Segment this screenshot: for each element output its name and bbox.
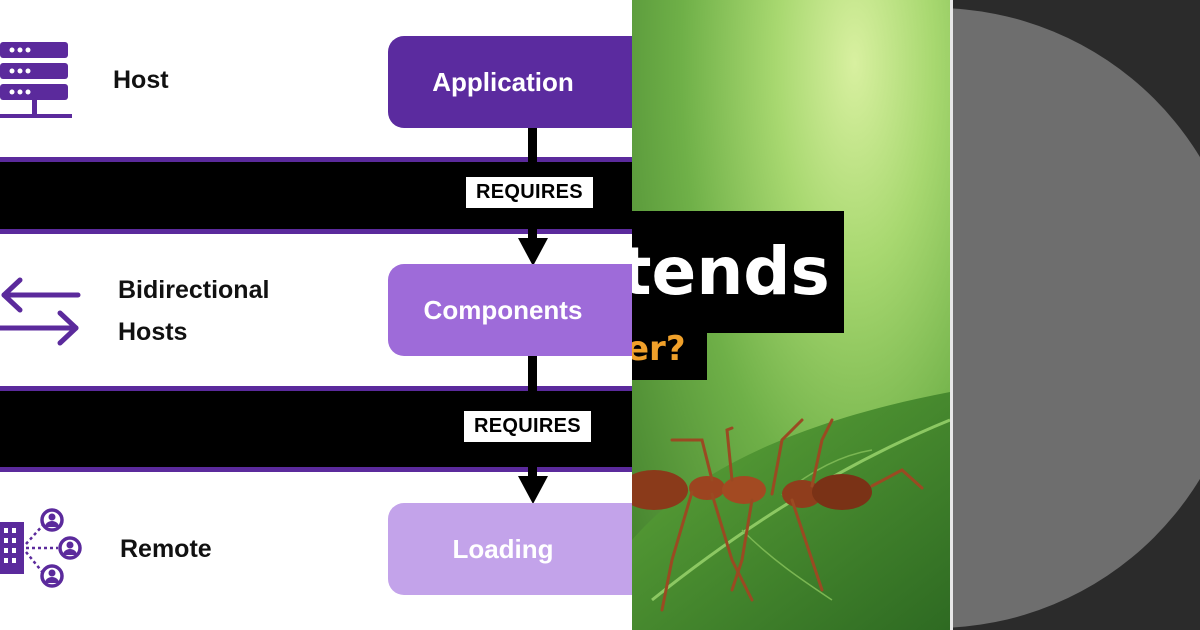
headline-text: tends: [632, 233, 830, 310]
bidirectional-label: Bidirectional Hosts: [118, 269, 269, 353]
bidirectional-arrows-icon: [0, 277, 81, 346]
host-label: Host: [113, 66, 169, 94]
requires-label-1: REQUIRES: [465, 176, 594, 209]
arrow-head-2: [518, 476, 548, 504]
requires-label-2: REQUIRES: [463, 410, 592, 443]
subheadline-banner: er?: [632, 318, 707, 380]
application-node: Application: [388, 36, 632, 128]
ant-photo: tends er?: [632, 0, 950, 630]
arrow-head-1: [518, 238, 548, 266]
ant-figure: [632, 418, 924, 612]
gray-disc: [953, 8, 1200, 628]
bidirectional-label-line2: Hosts: [118, 318, 188, 346]
architecture-diagram: Host Bidirectional Hosts: [0, 0, 632, 630]
subheadline-text: er?: [632, 329, 686, 369]
loading-node: Loading: [388, 503, 632, 595]
gray-disc-panel: [950, 0, 1200, 630]
headline-banner: tends: [632, 211, 844, 333]
server-icon: [0, 42, 72, 118]
network-people-icon: [0, 508, 82, 588]
remote-label: Remote: [120, 535, 212, 563]
components-node: Components: [388, 264, 632, 356]
leaf-and-ant-illustration: [632, 392, 950, 630]
bidirectional-label-line1: Bidirectional: [118, 276, 270, 304]
